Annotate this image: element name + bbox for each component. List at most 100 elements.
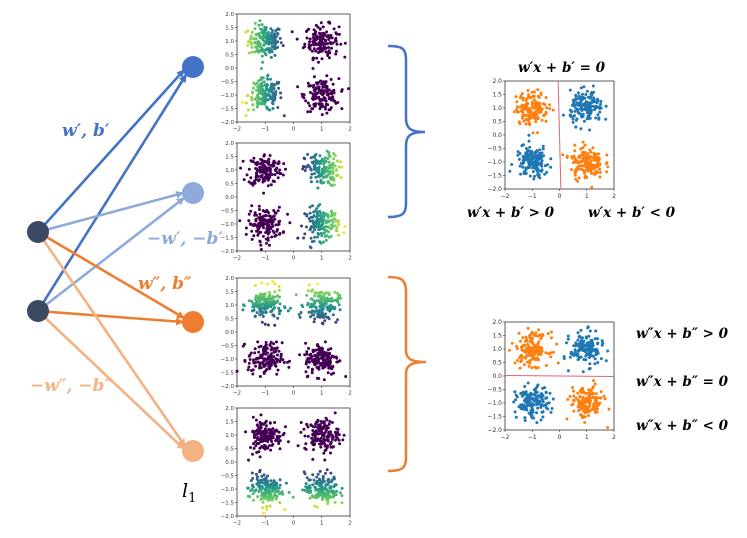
scatter-point [516,358,519,362]
scatter-point [527,351,531,355]
scatter-point [596,342,600,346]
scatter-point [252,81,256,85]
scatter-point [571,120,575,124]
scatter-point [309,215,313,219]
scatter-point [320,355,324,359]
scatter-point [265,302,269,306]
scatter-point [313,167,317,171]
scatter-point [252,305,256,309]
scatter-point [252,156,256,160]
plot-frame [236,142,351,252]
scatter-point [247,299,251,303]
x-tick-label: 0 [292,391,296,397]
scatter-point [573,173,577,177]
scatter-point [264,219,267,223]
scatter-point [264,48,268,52]
scatter-point [604,104,608,108]
scatter-point [250,300,254,303]
y-tick-label: 0.5 [492,119,502,126]
scatter-point [337,233,341,237]
scatter-point [281,173,285,177]
scatter-point [329,347,333,351]
y-tick-label: 1.0 [492,105,502,112]
scatter-point [271,358,275,362]
scatter-point [594,169,598,173]
scatter-point [255,423,259,427]
scatter-point [594,152,598,156]
scatter-point [308,219,312,223]
scatter-point [307,485,311,489]
scatter-point [256,340,260,344]
scatter-point [263,26,267,29]
scatter-point [542,154,546,158]
scatter-point [584,159,588,163]
scatter-point [271,279,275,283]
scatter-point [267,220,271,224]
edge-in2-blue [36,74,188,312]
scatter-point [325,468,329,472]
scatter-point [585,346,589,350]
scatter-point [544,351,548,355]
scatter-point [317,494,321,498]
scatter-point [593,357,597,361]
scatter-point [333,500,337,504]
scatter-point [546,332,550,336]
scatter-point [331,489,335,493]
scatter-point [251,86,255,90]
x-tick-label: −1 [261,256,269,262]
y-tick-label: 1.0 [492,346,502,353]
scatter-point [312,56,316,60]
scatter-point [334,355,338,359]
scatter-point [270,297,274,301]
scatter-point [337,303,341,307]
scatter-point [530,366,534,370]
x-tick-label: −2 [501,434,510,441]
scatter-point [315,420,319,424]
scatter-point [555,342,559,346]
y-tick-label: −1.0 [487,159,502,166]
scatter-point [268,493,272,497]
scatter-point [266,323,270,327]
scatter-point [273,429,277,433]
scatter-point [329,78,333,81]
scatter-point [277,86,281,90]
scatter-point [318,425,322,429]
scatter-point [540,403,544,407]
scatter-point [244,30,248,34]
scatter-point [333,484,337,488]
scatter-point [319,159,322,163]
scatter-point [263,210,267,214]
scatter-point [261,60,265,64]
scatter-point [260,217,263,221]
scatter-point [528,174,532,178]
scatter-point [319,290,323,294]
y-tick-label: −1.0 [221,487,235,493]
scatter-point [317,228,321,232]
scatter-point [572,409,576,413]
scatter-point [572,389,575,393]
scatter-point [314,23,318,27]
brace-bottom [387,275,427,473]
scatter-point [588,362,592,366]
scatter-point [308,84,312,88]
scatter-point [527,157,531,161]
scatter-point [309,315,312,319]
scatter-point [324,80,328,84]
scatter-point [309,176,313,180]
scatter-point [572,101,576,105]
scatter-point [324,471,327,475]
scatter-point [330,224,334,228]
scatter-point [531,342,535,345]
scatter-point [255,96,259,100]
scatter-point [587,334,591,338]
scatter-point [311,457,315,461]
scatter-point [528,108,532,111]
scatter-point [540,118,544,122]
scatter-point [589,399,592,403]
scatter-point [298,315,302,319]
scatter-point [266,440,270,443]
scatter-point [326,305,330,309]
scatter-point [263,40,267,43]
scatter-point [532,403,536,407]
